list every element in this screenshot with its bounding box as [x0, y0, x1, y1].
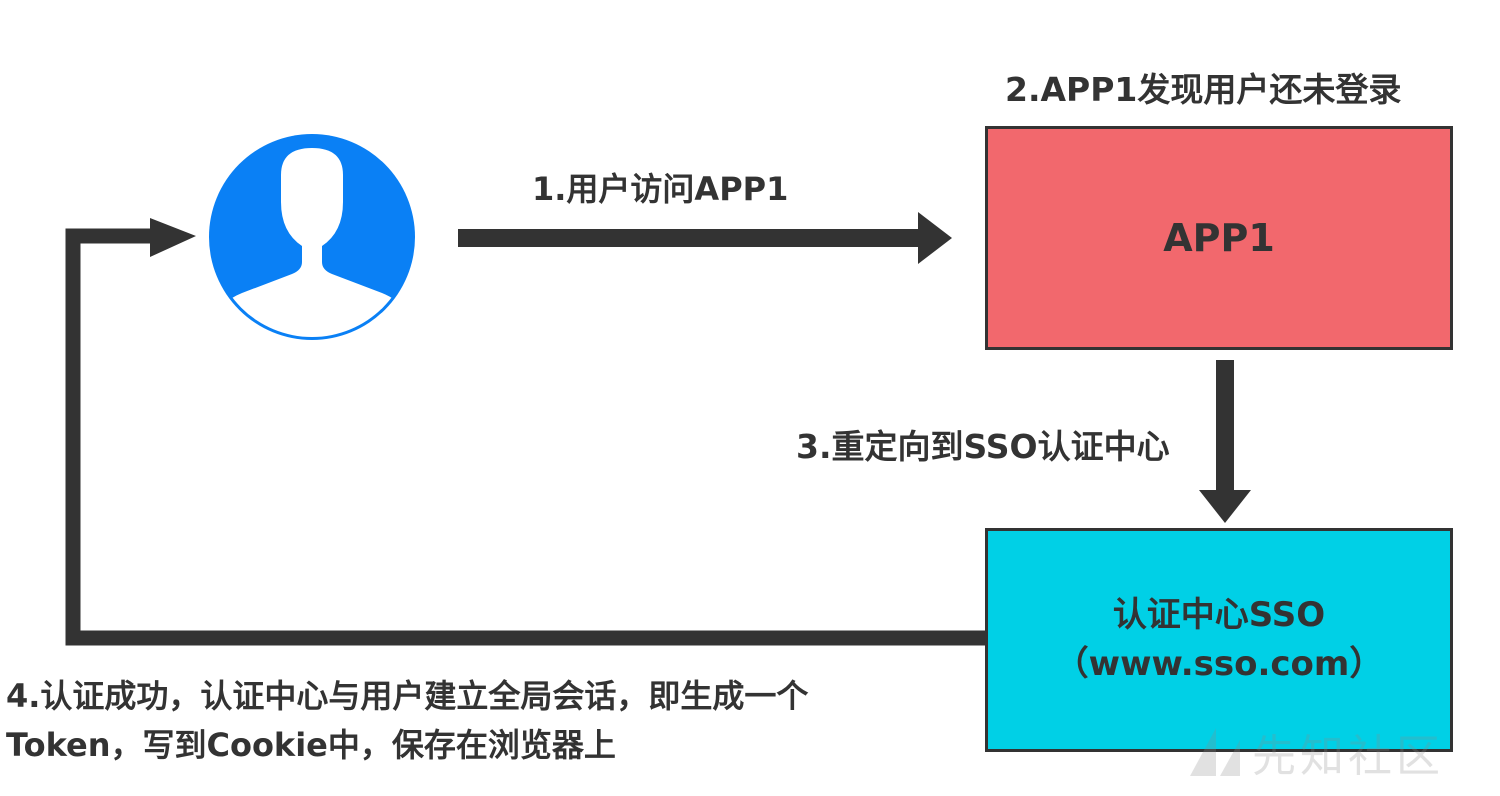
arrow-sso-to-user	[65, 218, 985, 646]
step4-line1: 4.认证成功，认证中心与用户建立全局会话，即生成一个	[6, 677, 809, 715]
xianzhi-logo-icon	[1190, 728, 1240, 776]
watermark: 先知社区	[1186, 720, 1444, 784]
step3-label: 3.重定向到SSO认证中心	[796, 427, 1170, 466]
sso-domain-label: （www.sso.com）	[1054, 644, 1384, 684]
sso-label: 认证中心SSO	[1112, 594, 1326, 635]
app1-label: APP1	[1163, 216, 1275, 260]
arrow-user-to-app1	[458, 212, 952, 264]
user-avatar-icon	[209, 134, 415, 340]
step1-label: 1.用户访问APP1	[532, 170, 789, 208]
watermark-text: 先知社区	[1252, 731, 1444, 782]
sso-box: 认证中心SSO （www.sso.com）	[985, 528, 1453, 752]
step2-label: 2.APP1发现用户还未登录	[1005, 70, 1402, 109]
step4-line2: Token，写到Cookie中，保存在浏览器上	[6, 726, 616, 764]
app1-box: APP1	[985, 126, 1453, 350]
step4-label: 4.认证成功，认证中心与用户建立全局会话，即生成一个 Token，写到Cooki…	[6, 672, 808, 770]
arrow-app1-to-sso	[1199, 360, 1251, 523]
